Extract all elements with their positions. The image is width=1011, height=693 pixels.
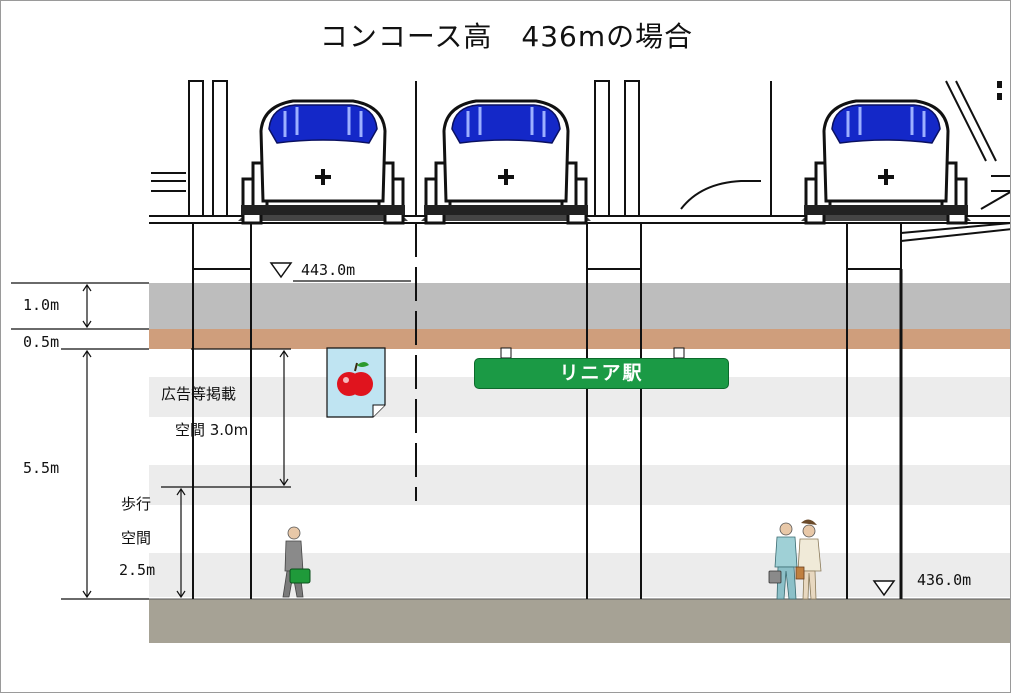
ad-space-label-line2: 空間 3.0m — [175, 421, 249, 439]
train-icon — [799, 99, 973, 225]
ad-space-label-line1: 広告等掲載 — [161, 385, 237, 403]
elevation-marker-lower — [872, 580, 896, 597]
walk-space-label-line1: 歩行 — [121, 495, 152, 513]
dimension-concourse-label: 5.5m — [23, 459, 60, 477]
dimension-finish-label: 0.5m — [23, 333, 60, 351]
train-icon — [236, 99, 410, 225]
walk-space-label-line3: 2.5m — [119, 561, 156, 579]
concourse-floor — [149, 599, 1010, 643]
finish-layer — [149, 329, 1010, 349]
elevation-lower-label: 436.0m — [917, 571, 972, 589]
slab-layer — [149, 283, 1010, 329]
dimension-slab-label: 1.0m — [23, 296, 60, 314]
walk-space-label-line2: 空間 — [121, 529, 152, 547]
apple-poster-icon — [326, 347, 386, 418]
train-icon — [419, 99, 593, 225]
dimension-lines — [11, 280, 411, 600]
businessman-icon — [282, 526, 311, 598]
elevation-upper-label: 443.0m — [301, 261, 356, 279]
elevation-marker-upper — [269, 262, 293, 279]
station-sign: リニア駅 — [474, 358, 729, 389]
concourse-columns — [192, 223, 903, 599]
business-couple-icon — [768, 519, 822, 600]
page-title: コンコース高 436mの場合 — [319, 20, 694, 53]
